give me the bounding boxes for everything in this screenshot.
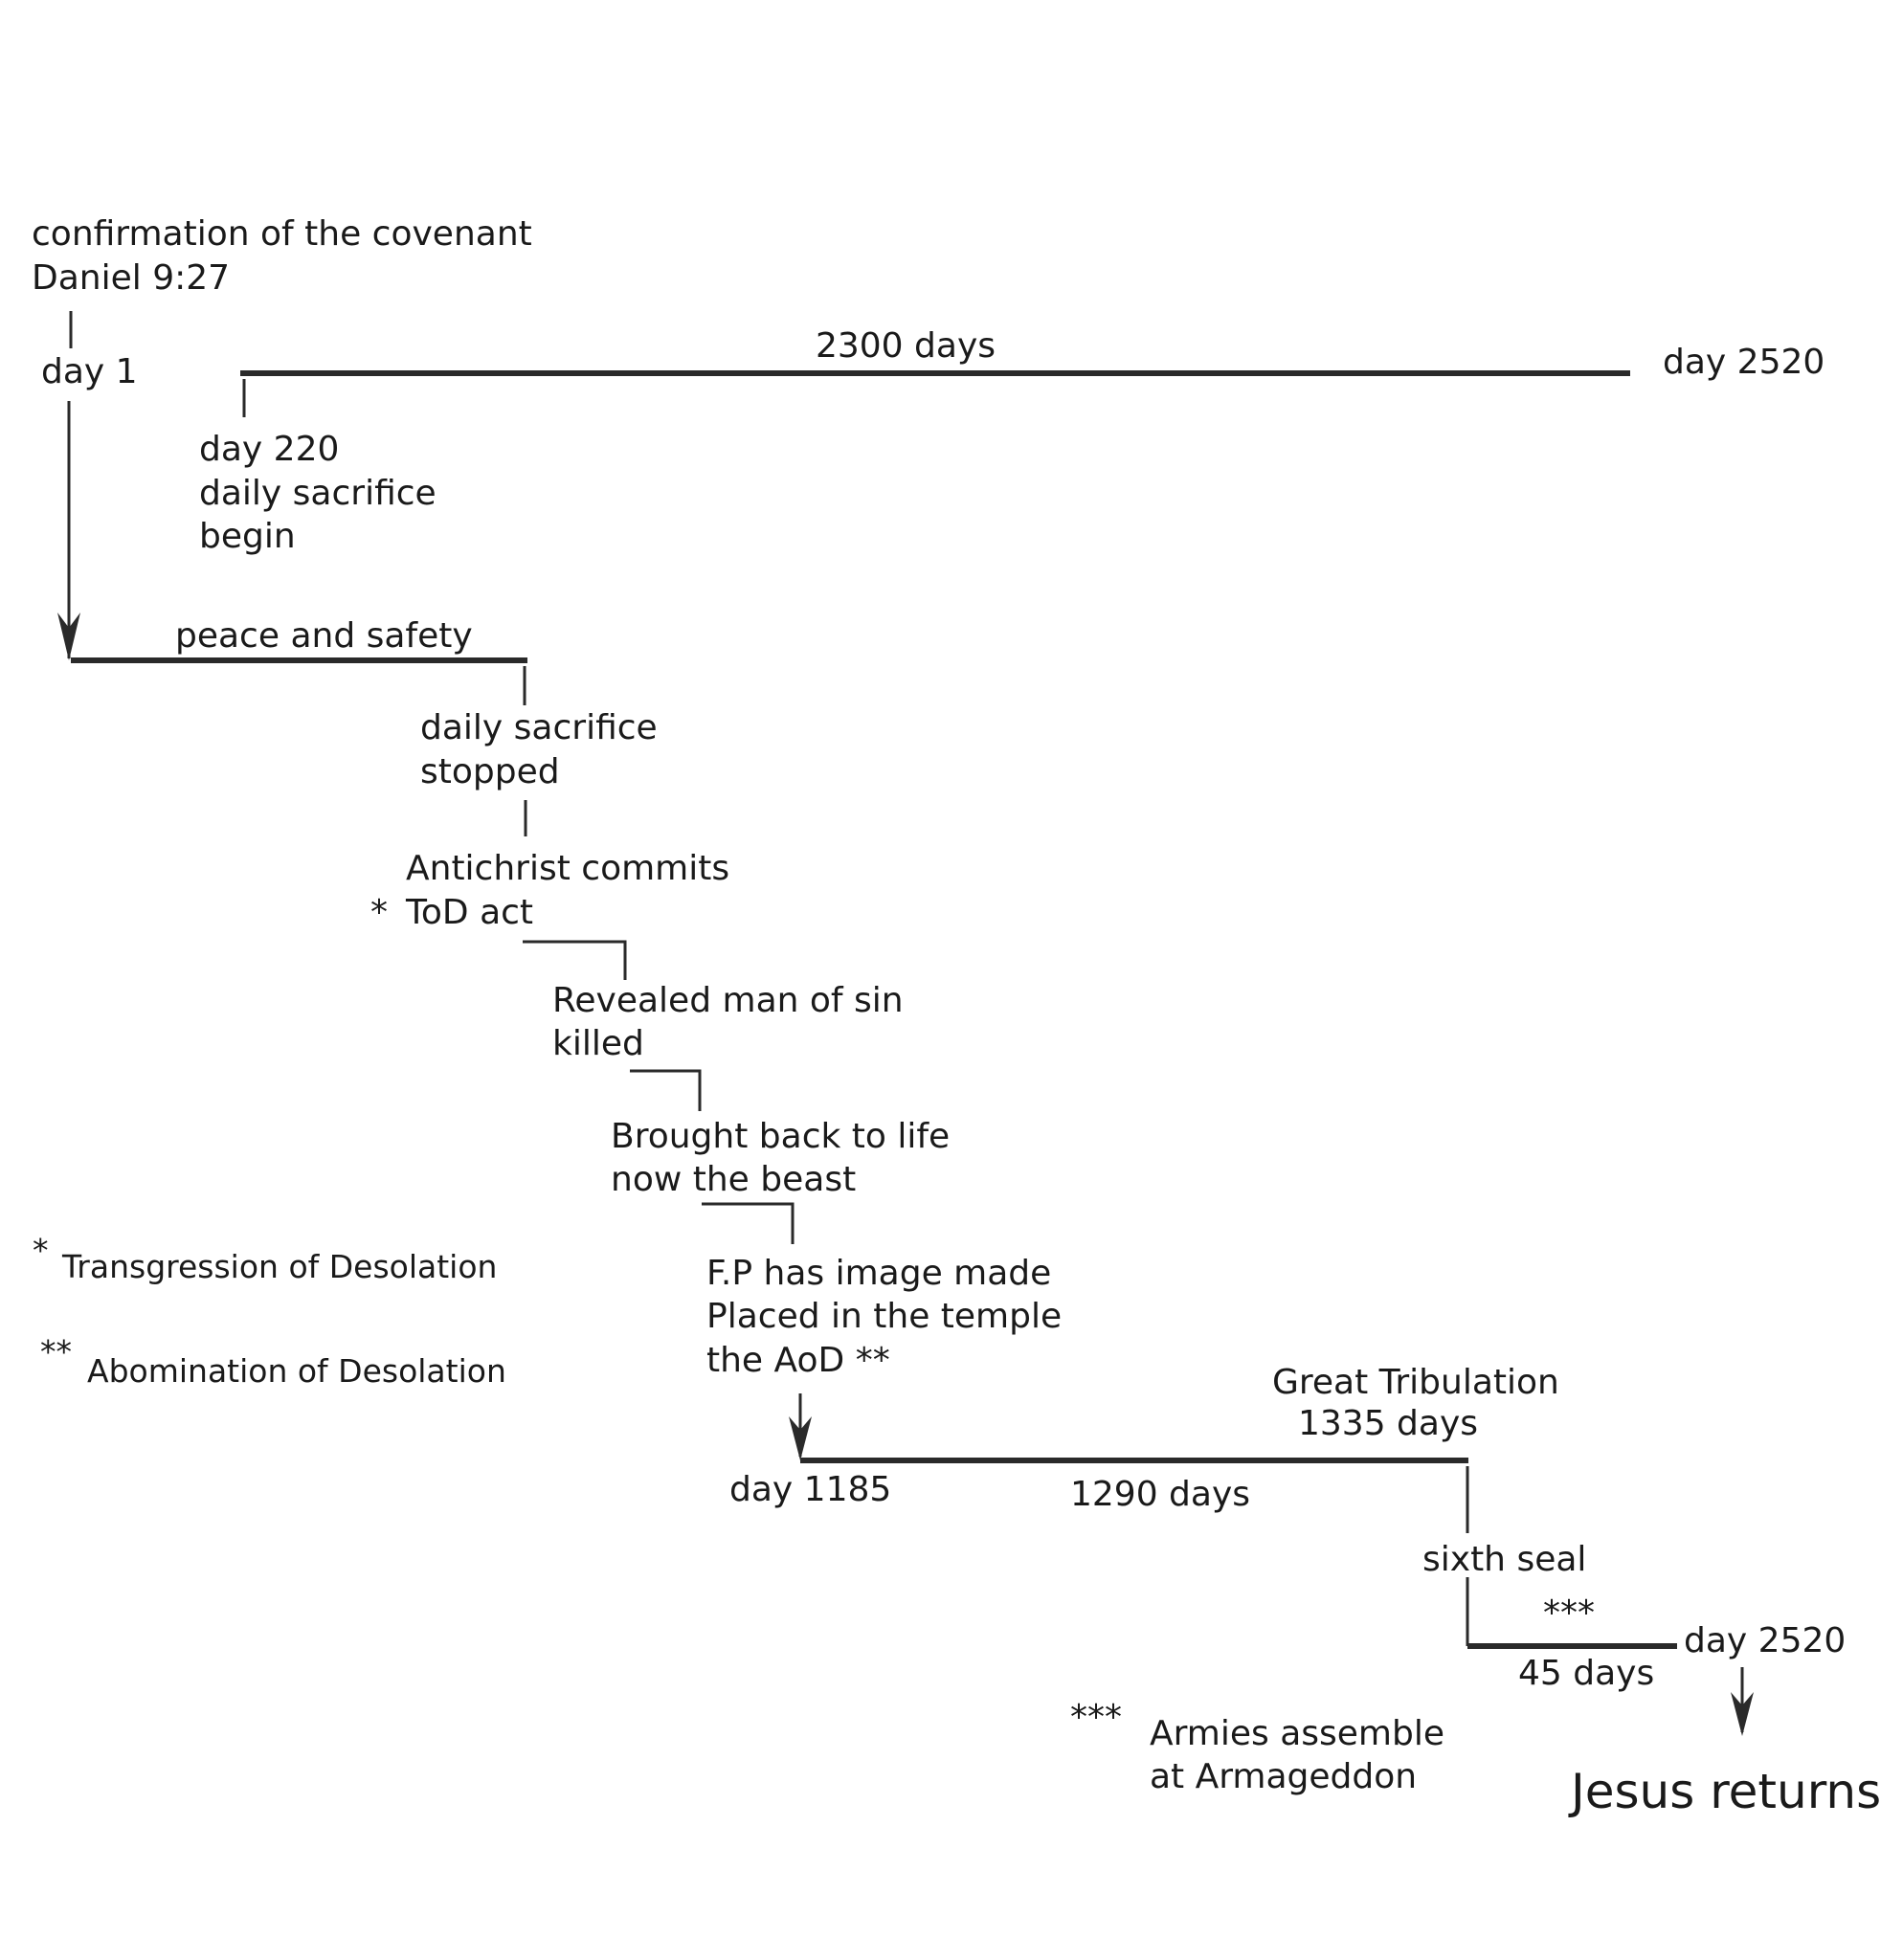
arrow-1185-head	[789, 1416, 812, 1460]
day220-line1: day 220	[199, 430, 339, 469]
footnote-aod: Abomination of Desolation	[87, 1352, 506, 1390]
label-day2520-bottom: day 2520	[1684, 1621, 1846, 1660]
label-stars: ***	[1543, 1593, 1595, 1633]
title-line1: confirmation of the covenant	[32, 214, 532, 254]
label-day2520-top: day 2520	[1663, 343, 1825, 382]
footnote-tod: Transgression of Desolation	[61, 1248, 497, 1285]
fp-line2: Placed in the temple	[706, 1297, 1062, 1336]
label-sixth-seal: sixth seal	[1422, 1540, 1586, 1579]
label-1290-days: 1290 days	[1070, 1475, 1250, 1514]
great-trib-line2: 1335 days	[1298, 1404, 1478, 1443]
footnote-armies-line1: Armies assemble	[1150, 1714, 1444, 1753]
fp-line3: the AoD **	[706, 1341, 890, 1380]
brought-line2: now the beast	[611, 1160, 856, 1199]
antichrist-line1: Antichrist commits	[406, 849, 729, 888]
fp-line1: F.P has image made	[706, 1254, 1051, 1293]
step-fp	[702, 1202, 795, 1244]
step-brought	[630, 1069, 702, 1111]
footnote-tod-mark: *	[33, 1232, 49, 1269]
label-day1185: day 1185	[729, 1470, 891, 1509]
stopped-line2: stopped	[420, 752, 560, 791]
footnote-aod-mark: **	[40, 1333, 72, 1370]
antichrist-mark: *	[370, 893, 388, 932]
day220-line3: begin	[199, 517, 296, 556]
day220-line2: daily sacrifice	[199, 474, 437, 513]
brought-line1: Brought back to life	[611, 1117, 950, 1156]
footnote-armies-mark: ***	[1070, 1698, 1122, 1737]
label-2300-days: 2300 days	[816, 326, 996, 366]
revealed-line1: Revealed man of sin	[552, 981, 904, 1020]
antichrist-line2: ToD act	[405, 893, 533, 932]
title-line2: Daniel 9:27	[32, 258, 230, 298]
label-peace-safety: peace and safety	[175, 616, 473, 656]
great-trib-line1: Great Tribulation	[1272, 1363, 1559, 1402]
footnote-armies-line2: at Armageddon	[1150, 1757, 1417, 1796]
revealed-line2: killed	[552, 1024, 644, 1063]
arrow-day1-head	[57, 612, 80, 660]
stopped-line1: daily sacrifice	[420, 708, 658, 747]
label-45-days: 45 days	[1518, 1654, 1654, 1693]
arrow-return-head	[1731, 1692, 1754, 1736]
label-jesus-returns: Jesus returns	[1568, 1764, 1881, 1819]
label-day1: day 1	[41, 352, 138, 391]
step-revealed	[523, 940, 627, 980]
